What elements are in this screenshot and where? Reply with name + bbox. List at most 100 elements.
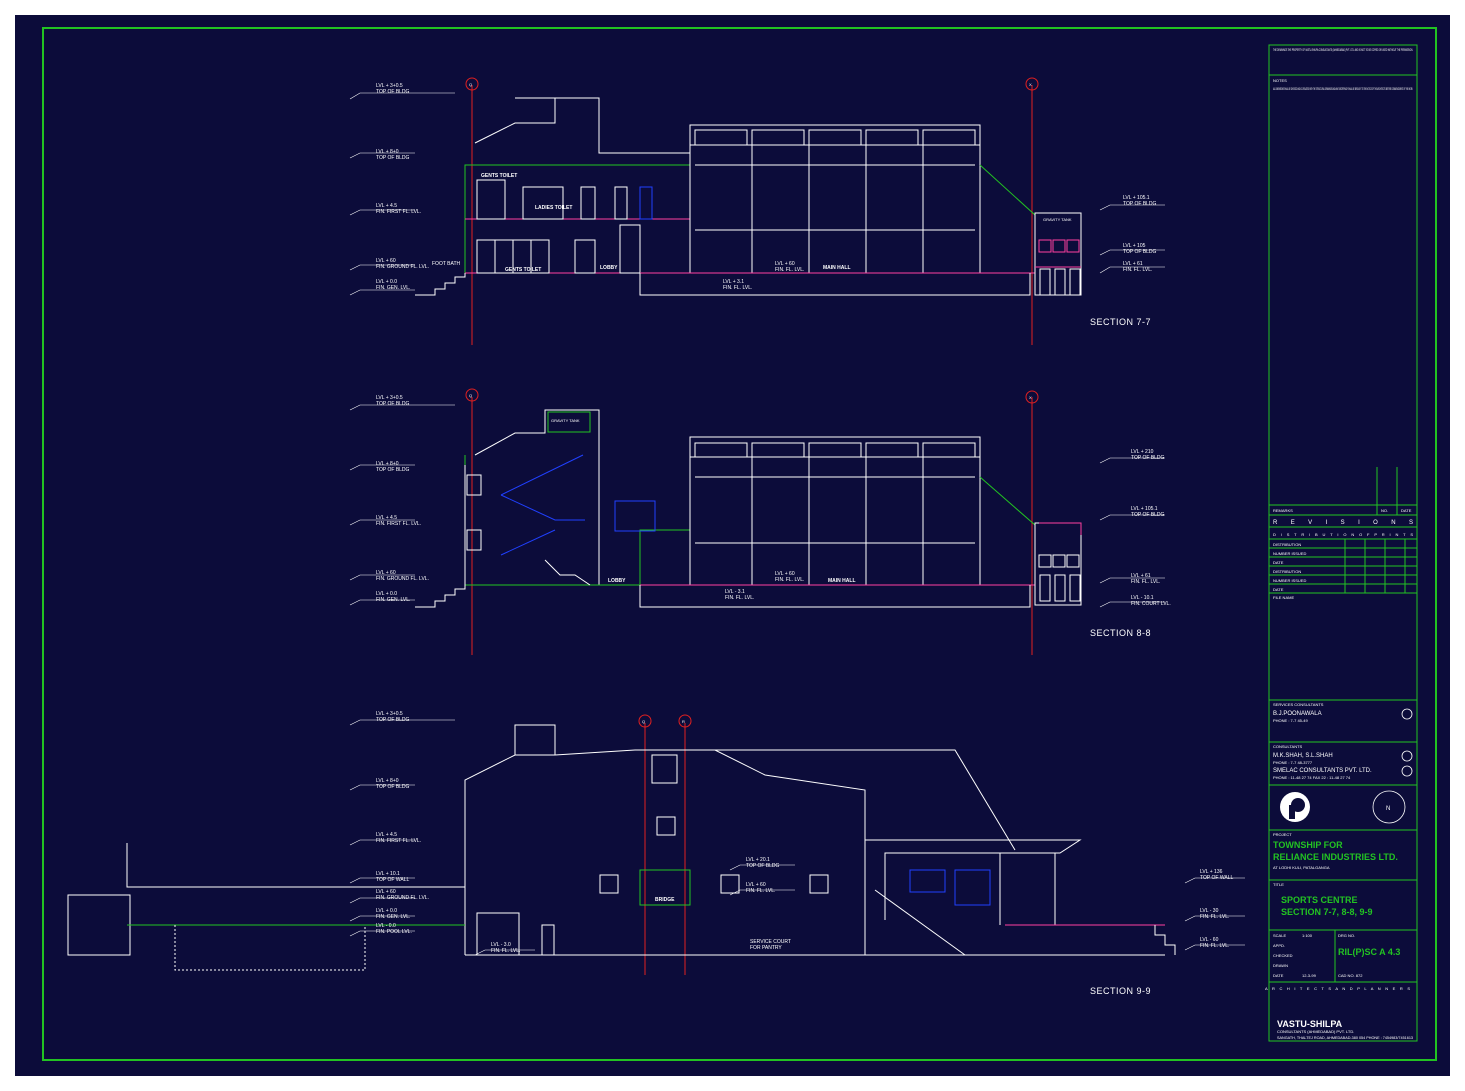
room-label: MAIN HALL xyxy=(823,265,851,271)
level-label: TOP OF BLDG xyxy=(1123,201,1157,207)
level-label: LVL + 60 xyxy=(775,571,795,577)
firm-name: VASTU-SHILPA xyxy=(1277,1019,1343,1029)
level-label: LVL + 105 xyxy=(1123,243,1146,249)
room-label: GRAVITY TANK xyxy=(1043,217,1072,222)
level-label: LVL - 60 xyxy=(1200,937,1219,943)
level-label: FIN. FL. LVL. xyxy=(1123,267,1152,273)
grid-bubble xyxy=(465,77,479,91)
level-label: TOP OF BLDG xyxy=(1131,455,1165,461)
level-label: FIN. FL. LVL. xyxy=(1131,579,1160,585)
consultants-firm: SMELAC CONSULTANTS PVT. LTD. xyxy=(1273,768,1372,774)
level-label: LVL + 4.5 xyxy=(376,515,397,521)
level-label: FIN. COURT LVL. xyxy=(1131,601,1171,607)
level-label: LVL + 210 xyxy=(1131,449,1154,455)
status-circle xyxy=(1401,750,1413,762)
drg-label: DRG NO. xyxy=(1338,933,1355,938)
level-label: FIN. FL. LVL. xyxy=(1200,943,1229,949)
revisions-header: R E V I S I O N S xyxy=(1273,520,1413,526)
project-location: AT LODHI KULI, PATALGANGA xyxy=(1273,865,1330,870)
level-label: TOP OF BLDG xyxy=(376,717,410,723)
grid-label: R xyxy=(682,719,685,724)
room-label: GENTS TOILET xyxy=(505,267,541,273)
title-block xyxy=(1268,44,1418,1042)
drawing-title: SPORTS CENTRE xyxy=(1281,895,1358,905)
room-label: GRAVITY TANK xyxy=(551,418,580,423)
cad-drawing: SECTION 7-7 SECTION 8-8 SECTION 9-9 Q X … xyxy=(42,27,1437,1061)
distribution-row: DISTRIBUTION xyxy=(1273,569,1301,574)
level-label: FIN. GROUND FL. LVL. xyxy=(376,264,429,270)
grid-bubble xyxy=(1025,77,1039,91)
grid-label: X xyxy=(1029,395,1032,400)
room-label: LOBBY xyxy=(608,578,626,584)
level-label: LVL + 60 xyxy=(376,258,396,264)
section-caption: SECTION 8-8 xyxy=(1090,628,1151,638)
level-label: TOP OF BLDG xyxy=(376,89,410,95)
level-label: FIN. FL. LVL. xyxy=(746,888,775,894)
client-logo-icon xyxy=(1280,792,1310,822)
level-label: FIN. FL. LVL. xyxy=(775,577,804,583)
level-label: TOP OF BLDG xyxy=(376,467,410,473)
notes-text: ALL DIMENSIONS SHALL BE CHECKED AND CO-R… xyxy=(1273,86,1413,91)
grid-label: Q xyxy=(469,82,472,87)
level-label: TOP OF BLDG xyxy=(376,155,410,161)
grid-bubble xyxy=(638,714,652,728)
north-label: N xyxy=(1386,806,1390,812)
level-label: LVL + 0.0 xyxy=(376,591,397,597)
notes-heading: NOTES xyxy=(1273,78,1287,83)
firm-address: SANGATH, THALTEJ ROAD, AHMEDABAD-380 054… xyxy=(1277,1035,1414,1040)
services-phone: PHONE : 7-7 45-49 xyxy=(1273,718,1308,723)
distribution-row: DATE xyxy=(1273,560,1284,565)
level-label: LVL + 10.1 xyxy=(376,871,400,877)
meta-key: SCALE xyxy=(1273,933,1286,938)
level-label: TOP OF BLDG xyxy=(376,401,410,407)
drawing-title: SECTION 7-7, 8-8, 9-9 xyxy=(1281,907,1373,917)
section-caption: SECTION 9-9 xyxy=(1090,986,1151,996)
level-label: LVL + 61 xyxy=(1131,573,1151,579)
meta-value: 12-3-99 xyxy=(1302,973,1317,978)
drawing-sheet: SECTION 7-7 SECTION 8-8 SECTION 9-9 Q X … xyxy=(15,15,1450,1076)
copyright-text: THE DRAWINGS THE PROPERTY OF VASTU-SHILP… xyxy=(1273,47,1413,52)
level-label: LVL - 3.1 xyxy=(725,589,745,595)
level-label: FIN. GEN. LVL. xyxy=(376,285,410,291)
architects-label: A R C H I T E C T S A N D P L A N N E R … xyxy=(1265,986,1410,991)
level-label: LVL + 8+0 xyxy=(376,149,399,155)
level-label: LVL - 3.0 xyxy=(491,942,511,948)
meta-key: DATE xyxy=(1273,973,1284,978)
revisions-column-header: DATE xyxy=(1401,508,1412,513)
level-label: LVL + 105.1 xyxy=(1131,506,1158,512)
meta-key: APPD. xyxy=(1273,943,1285,948)
level-label: FIN. GEN. LVL. xyxy=(376,914,410,920)
level-label: FIN. FIRST FL. LVL. xyxy=(376,521,421,527)
room-label: FOR PANTRY xyxy=(750,945,782,951)
meta-key: CHECKED xyxy=(1273,953,1293,958)
distribution-row: NUMBER ISSUED xyxy=(1273,578,1306,583)
level-label: FIN. FL. LVL. xyxy=(725,595,754,601)
sheet-border xyxy=(42,27,1437,1061)
level-label: LVL + 8+0 xyxy=(376,461,399,467)
level-label: LVL + 4.5 xyxy=(376,203,397,209)
section-7-7 xyxy=(415,77,1082,345)
level-label: FIN. FIRST FL. LVL. xyxy=(376,209,421,215)
distribution-row: DISTRIBUTION xyxy=(1273,542,1301,547)
project-label: PROJECT xyxy=(1273,832,1292,837)
room-label: LOBBY xyxy=(600,265,618,271)
level-label: TOP OF BLDG xyxy=(1131,512,1165,518)
level-label: FIN. GROUND FL. LVL. xyxy=(376,576,429,582)
grid-bubble xyxy=(1025,390,1039,404)
level-label: TOP OF BLDG xyxy=(376,784,410,790)
level-label: LVL + 3+0.5 xyxy=(376,83,403,89)
grid-bubble xyxy=(465,388,479,402)
status-circle xyxy=(1401,765,1413,777)
level-label: LVL + 60 xyxy=(376,570,396,576)
revisions-column-header: REMARKS xyxy=(1273,508,1293,513)
section-9-9 xyxy=(67,714,1176,975)
level-label: LVL + 0.0 xyxy=(376,908,397,914)
revisions-column-header: NO. xyxy=(1381,508,1388,513)
level-label: TOP OF BLDG xyxy=(1123,249,1157,255)
level-label: LVL + 136 xyxy=(1200,869,1223,875)
level-label: FIN. GEN. LVL. xyxy=(376,597,410,603)
room-label: LADIES TOILET xyxy=(535,205,572,211)
section-8-8 xyxy=(415,388,1082,655)
consultants-name: M.K.SHAH, S.L.SHAH xyxy=(1273,753,1333,759)
room-label: MAIN HALL xyxy=(828,578,856,584)
